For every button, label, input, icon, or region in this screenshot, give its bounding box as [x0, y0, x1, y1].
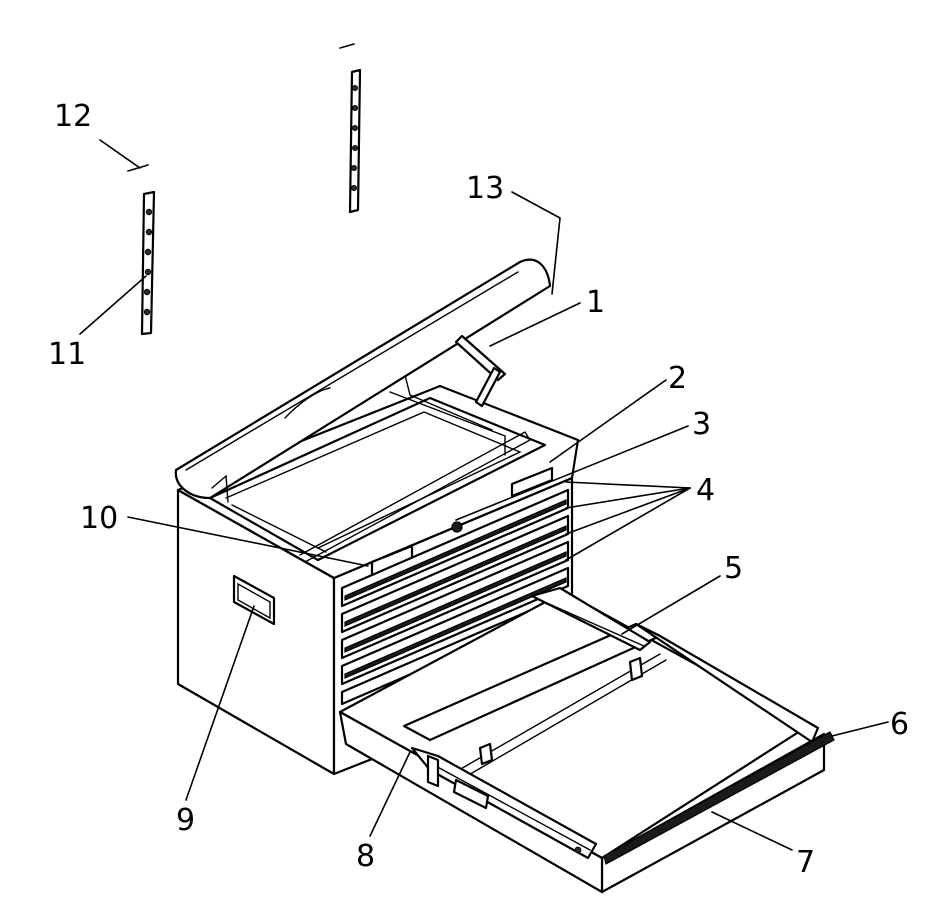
callout-12: 12 — [54, 99, 92, 134]
callout-8: 8 — [356, 839, 375, 874]
callout-labels: 1 2 3 4 5 6 7 8 9 10 11 12 13 — [48, 99, 909, 880]
callout-4: 4 — [696, 473, 715, 508]
side-handle — [232, 574, 276, 626]
callout-10: 10 — [80, 501, 118, 536]
callout-7: 7 — [796, 845, 815, 880]
drawer-slide-left — [410, 746, 598, 860]
drawer-slide-right — [530, 586, 652, 652]
hinge-pin — [99, 139, 149, 172]
leader-lines — [79, 191, 889, 851]
callout-3: 3 — [692, 407, 711, 442]
callout-2: 2 — [668, 361, 687, 396]
lid-stay — [454, 334, 507, 408]
callout-11: 11 — [48, 337, 86, 372]
callout-13: 13 — [466, 171, 504, 206]
drawer-fronts — [340, 488, 570, 706]
callout-6: 6 — [890, 707, 909, 742]
callout-5: 5 — [724, 551, 743, 586]
callout-1: 1 — [586, 285, 605, 320]
chest-lid — [174, 258, 552, 503]
callout-9: 9 — [176, 803, 195, 838]
hinge-strip-upper — [339, 43, 362, 214]
hinge-strip-left — [140, 190, 156, 336]
